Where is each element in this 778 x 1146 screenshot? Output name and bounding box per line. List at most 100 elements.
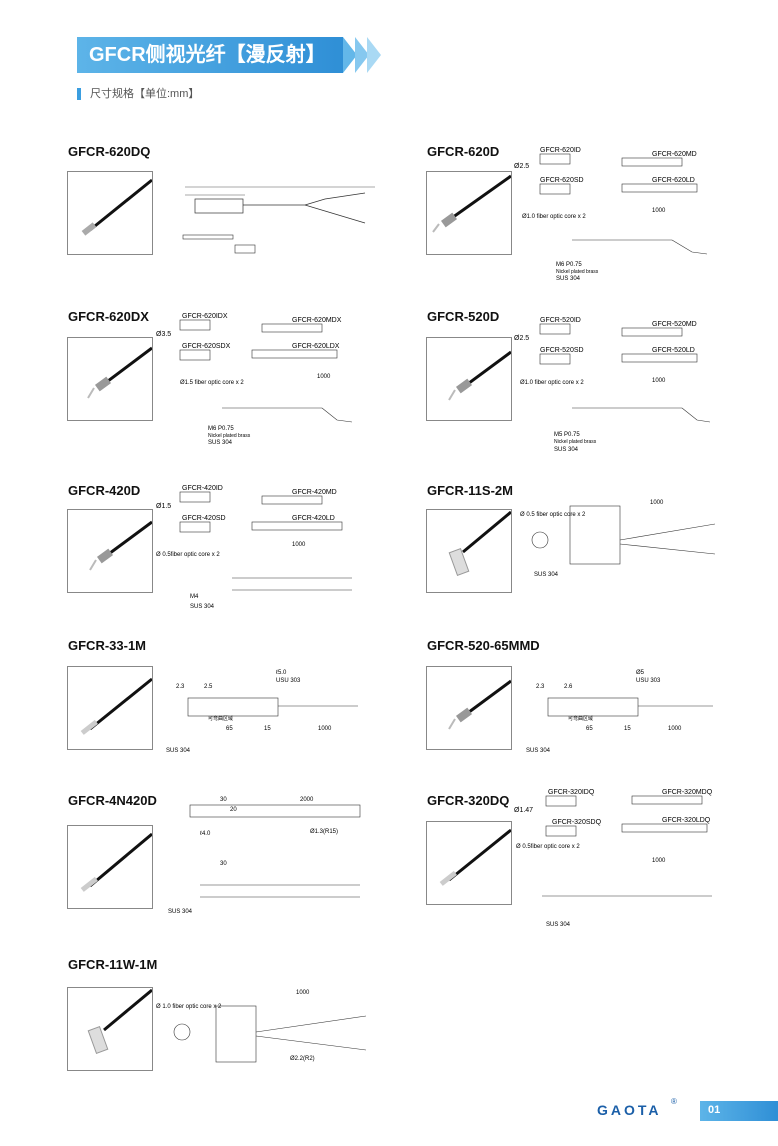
plating-label: Nickel plated brass [554,439,597,445]
product-title: GFCR-4N420D [68,793,157,808]
dimension-drawing [165,165,380,270]
usu-label: USU 303 [636,678,661,684]
chevron-decor-icon [355,37,369,73]
product-photo [426,666,512,750]
length-label: 1000 [652,858,666,864]
thread-label: M4 [190,594,199,600]
core-label: Ø1.5 fiber optic core x 2 [180,380,244,386]
material-label: SUS 304 [166,748,191,754]
product-title: GFCR-33-1M [68,638,147,653]
brand-logo: GAOTA [597,1102,662,1118]
dim-label: 2.3 [536,684,545,690]
dim-label: 65 [226,726,233,732]
note-label: 可弯曲区域 [208,715,233,722]
product-photo [426,509,512,593]
variant-label: GFCR-620MDX [292,317,342,324]
dim-label: 2.3 [176,684,185,690]
tip-label: Ø2.2(R2) [290,1056,315,1062]
variant-label: GFCR-320SDQ [552,819,602,826]
material-label: SUS 304 [534,572,559,578]
usu-label: USU 303 [276,678,301,684]
material-label: SUS 304 [168,909,193,915]
note-label: 可弯曲区域 [568,715,593,722]
material-label: SUS 304 [546,922,571,928]
tip-label: Ø1.3(R15) [310,829,338,835]
variant-label: GFCR-420SD [182,515,226,522]
variant-label: GFCR-620SD [540,177,584,184]
product-title: GFCR-620DX [68,309,149,324]
product-photo [67,509,153,593]
variant-label: GFCR-620ID [540,147,581,154]
length-label: 1000 [652,378,666,384]
material-label: SUS 304 [526,748,551,754]
core-label: Ø1.0 fiber optic core x 2 [520,380,584,386]
dim-label: 15 [624,726,631,732]
length-label: 1000 [292,542,306,548]
core-label: Ø 0.5fiber optic core x 2 [156,552,220,558]
product-title: GFCR-620DQ [68,144,151,159]
dim-label: 2000 [300,797,314,803]
thread-label: M6 P0.75 [556,262,582,268]
chevron-decor-icon [343,37,357,73]
footer-bar [700,1101,778,1121]
dim-label: 30 [220,861,227,867]
length-label: 1000 [652,208,666,214]
dim-label: 15 [264,726,271,732]
dim-label: 1000 [668,726,682,732]
dimension-drawing: GFCR-620ID GFCR-620MD GFCR-620SD GFCR-62… [512,142,712,287]
thread-label: M6 P0.75 [208,426,234,432]
product-title: GFCR-620D [427,144,500,159]
variant-label: GFCR-520ID [540,317,581,324]
product-photo [426,821,512,905]
variant-label: GFCR-620LD [652,177,695,184]
dim-label: 2.6 [564,684,573,690]
variant-label: GFCR-620MD [652,151,697,158]
material-label: SUS 304 [554,447,579,453]
variant-label: GFCR-520MD [652,321,697,328]
dimension-drawing: GFCR-520ID GFCR-520MD GFCR-520SD GFCR-52… [512,312,712,462]
registered-mark: ® [671,1097,677,1106]
dimension-drawing: Ø 0.5 fiber optic core x 2 1000 SUS 304 [520,494,720,589]
product-title: GFCR-320DQ [427,793,510,808]
top-label: Ø5 [636,670,645,676]
variant-label: GFCR-620SDX [182,343,231,350]
unit-subtitle: 尺寸规格【单位:mm】 [77,88,199,100]
product-title: GFCR-520-65MMD [427,638,540,653]
product-title: GFCR-11S-2M [427,483,513,498]
variant-label: GFCR-620IDX [182,313,228,320]
dimension-drawing: GFCR-620IDX GFCR-620MDX GFCR-620SDX GFCR… [152,308,362,453]
dia-label: ℓ4.0 [200,830,211,837]
length-label: 1000 [650,500,664,506]
core-label: Ø 0.5fiber optic core x 2 [516,844,580,850]
product-title: GFCR-420D [68,483,141,498]
dimension-drawing: Ø 1.0 fiber optic core x 2 1000 Ø2.2(R2) [156,986,376,1071]
product-photo [67,337,153,421]
plating-label: Nickel plated brass [556,269,599,275]
product-photo [426,171,512,255]
length-label: 1000 [296,990,310,996]
dim-label: 20 [230,807,237,813]
product-photo [426,337,512,421]
dia-label: Ø3.5 [156,331,171,338]
dimension-drawing: GFCR-420ID GFCR-420MD GFCR-420SD GFCR-42… [152,482,362,617]
core-label: Ø 0.5 fiber optic core x 2 [520,512,586,518]
dimension-drawing: Ø5 USU 303 2.3 2.6 可弯曲区域 65 15 1000 SUS … [518,668,718,763]
product-photo [67,666,153,750]
core-label: Ø1.0 fiber optic core x 2 [522,214,586,220]
product-title: GFCR-520D [427,309,500,324]
plating-label: Nickel plated brass [208,433,251,439]
chevron-decor-icon [367,37,381,73]
dia-label: Ø2.5 [514,163,529,170]
core-label: Ø 1.0 fiber optic core x 2 [156,1004,222,1010]
material-label: SUS 304 [190,604,215,610]
product-photo [67,987,153,1071]
thread-label: M5 P0.75 [554,432,580,438]
page-number: 01 [708,1104,721,1116]
length-label: 1000 [317,374,331,380]
material-label: SUS 304 [556,276,581,282]
dim-label: 65 [586,726,593,732]
dim-label: 1000 [318,726,332,732]
variant-label: GFCR-320IDQ [548,789,595,796]
variant-label: GFCR-420ID [182,485,223,492]
dim-label: 2.5 [204,684,213,690]
